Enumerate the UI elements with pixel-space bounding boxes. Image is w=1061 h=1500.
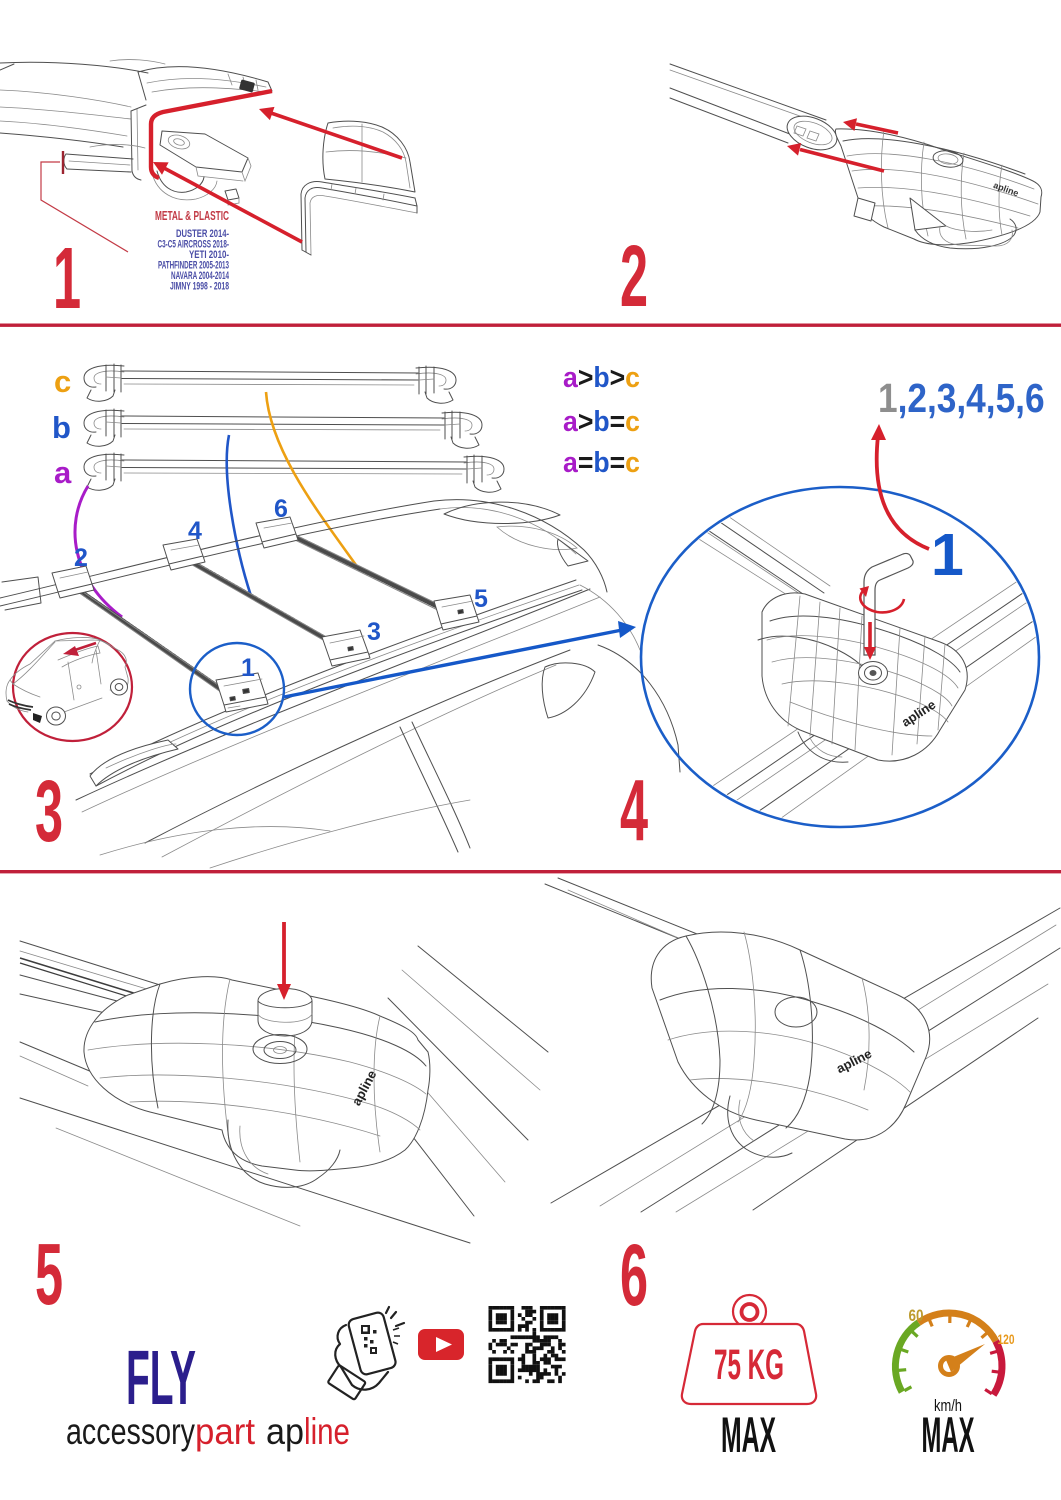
- svg-text:km/h: km/h: [934, 1397, 962, 1415]
- svg-text:6: 6: [620, 1228, 648, 1325]
- svg-text:4: 4: [188, 517, 202, 545]
- svg-text:120: 120: [998, 1331, 1015, 1347]
- svg-text:accessorypart: accessorypart: [66, 1411, 256, 1452]
- svg-text:b: b: [52, 410, 71, 445]
- svg-text:YETI 2010-: YETI 2010-: [189, 249, 229, 261]
- svg-text:a: a: [54, 455, 72, 490]
- svg-text:METAL & PLASTIC: METAL & PLASTIC: [155, 209, 229, 223]
- svg-text:MAX: MAX: [922, 1407, 975, 1463]
- svg-text:2: 2: [620, 229, 648, 326]
- svg-text:4: 4: [620, 763, 648, 860]
- svg-text:MAX: MAX: [721, 1407, 776, 1463]
- svg-text:DUSTER 2014-: DUSTER 2014-: [176, 228, 229, 240]
- svg-text:1: 1: [53, 231, 81, 328]
- svg-text:1,2,3,4,5,6: 1,2,3,4,5,6: [878, 376, 1045, 422]
- svg-text:c: c: [54, 364, 71, 399]
- svg-text:5: 5: [474, 585, 488, 613]
- svg-text:5: 5: [35, 1227, 63, 1324]
- svg-text:1: 1: [931, 522, 964, 588]
- svg-text:apline: apline: [266, 1411, 350, 1452]
- svg-text:3: 3: [35, 764, 63, 861]
- svg-text:a=b=c: a=b=c: [563, 447, 640, 479]
- svg-text:60: 60: [909, 1306, 924, 1325]
- svg-text:1: 1: [241, 654, 255, 682]
- svg-text:NAVARA 2004-2014: NAVARA 2004-2014: [171, 270, 229, 282]
- svg-text:3: 3: [367, 618, 381, 646]
- svg-text:JIMNY 1998 - 2018: JIMNY 1998 - 2018: [170, 281, 229, 293]
- svg-text:a>b>c: a>b>c: [563, 362, 640, 394]
- svg-text:6: 6: [274, 495, 288, 523]
- svg-text:2: 2: [74, 544, 88, 572]
- svg-text:PATHFINDER 2005-2013: PATHFINDER 2005-2013: [158, 260, 229, 272]
- svg-text:75 KG: 75 KG: [714, 1341, 784, 1389]
- svg-text:FLY: FLY: [126, 1335, 196, 1421]
- svg-text:a>b=c: a>b=c: [563, 406, 640, 438]
- svg-text:C3-C5 AIRCROSS 2018-: C3-C5 AIRCROSS 2018-: [158, 239, 230, 251]
